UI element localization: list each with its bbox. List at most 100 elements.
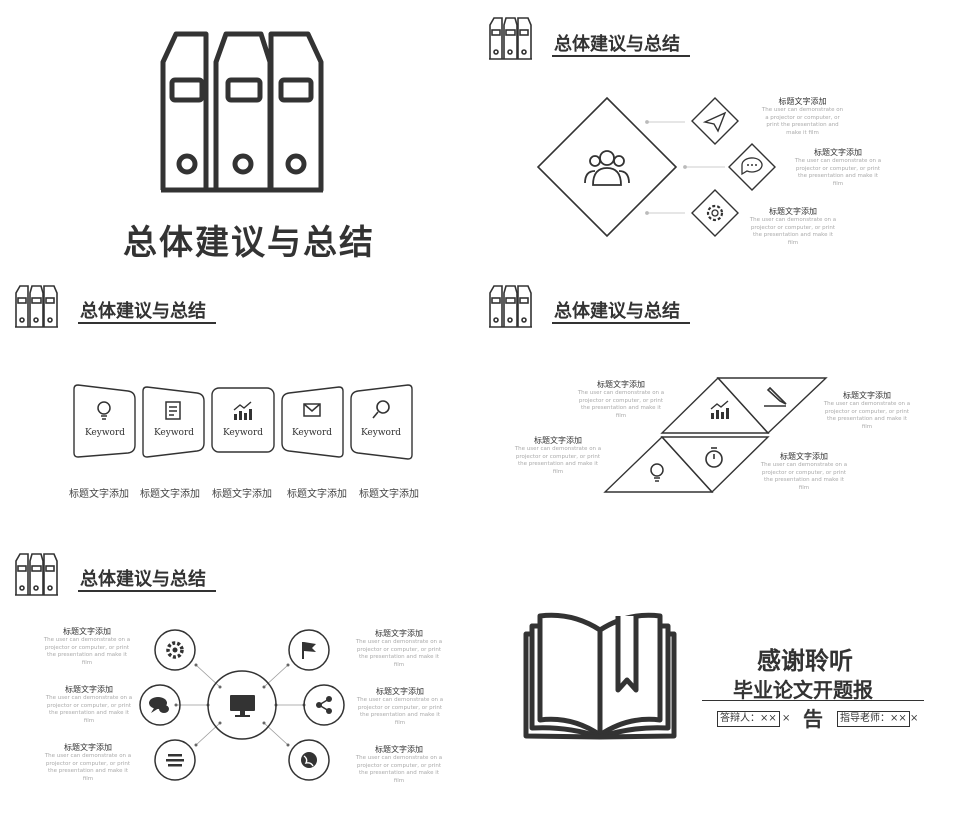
item-title: 标题文字添加 [376,687,424,696]
keyword-label: Keyword [222,428,264,438]
slide-4-item-3: 标题文字添加 The user can demonstrate on a pro… [513,435,603,476]
globe-icon [301,752,317,768]
mail-icon [303,403,321,417]
item-title: 标题文字添加 [63,627,111,636]
binders-icon [160,31,324,193]
hub-center [207,670,277,740]
item-desc: The user can demonstrate on a projector … [794,158,882,187]
slide-4-title: 总体建议与总结 [554,301,680,322]
keyword-label: Keyword [360,428,402,438]
pen-icon [764,386,787,407]
keyword-label: Keyword [153,428,195,438]
keyword-label: Keyword [291,428,333,438]
item-title: 标题文字添加 [65,685,113,694]
item-title: 标题文字添加 [64,743,112,752]
title-underline [552,322,690,324]
triangle-bottom-left [603,435,714,493]
report-title: 毕业论文开题报 [733,678,873,702]
stopwatch-icon [705,447,723,468]
item-desc: The user can demonstrate on a projector … [355,755,443,784]
document-icon [165,401,181,420]
item-title: 标题文字添加 [375,745,423,754]
item-desc: The user can demonstrate on a projector … [45,695,133,724]
open-book-icon [523,612,677,740]
item-desc: The user can demonstrate on a projector … [823,401,911,430]
item-title: 标题文字添加 [778,97,827,106]
slide-5-left-item-2: 标题文字添加 The user can demonstrate on a pro… [44,684,134,725]
card-caption: 标题文字添加 [359,489,419,500]
item-title: 标题文字添加 [375,629,423,638]
keyword-card-5 [350,384,413,460]
thanks-heading: 感谢聆听 [757,646,853,675]
item-title: 标题文字添加 [534,436,582,445]
slide-5-right-item-2: 标题文字添加 The user can demonstrate on a pro… [355,686,445,727]
chart-icon [233,401,252,420]
item-title: 标题文字添加 [843,391,891,400]
item-desc: The user can demonstrate on a projector … [356,697,444,726]
flag-icon [302,642,316,659]
advisor-label: 指导老师：×× [837,711,910,727]
triangle-bottom-right [660,436,770,494]
slide-4-item-2: 标题文字添加 The user can demonstrate on a pro… [822,390,912,431]
advisor-tail: × [910,713,919,724]
item-desc: The user can demonstrate on a projector … [355,639,443,668]
binders-icon [489,17,532,60]
gear-icon [166,641,184,659]
item-desc: The user can demonstrate on a projector … [514,446,602,475]
bookmark-icon [615,616,639,693]
chat-icon [728,143,776,191]
item-desc: The user can demonstrate on a projector … [749,217,837,246]
title-underline [78,322,216,324]
slide-2-item-1: 标题文字添加 The user can demonstrate on a pro… [760,96,845,137]
diamond-users [536,96,678,238]
monitor-icon [230,695,255,717]
menu-icon [166,754,184,767]
item-title: 标题文字添加 [597,380,645,389]
users-icon [584,150,630,186]
defender-tail: × [782,713,791,724]
lightbulb-icon [650,463,664,482]
paper-plane-icon [691,97,739,145]
card-caption: 标题文字添加 [140,489,200,500]
binders-icon [15,553,58,596]
card-caption: 标题文字添加 [212,489,272,500]
slide-1-title: 总体建议与总结 [123,223,375,263]
slide-5-right-item-1: 标题文字添加 The user can demonstrate on a pro… [354,628,444,669]
binders-icon [15,285,58,328]
chart-icon [710,400,729,419]
card-caption: 标题文字添加 [69,489,129,500]
lightbulb-icon [97,401,111,420]
divider [702,700,924,702]
item-desc: The user can demonstrate on a projector … [577,390,665,419]
report-title-tail: 告 [803,707,823,731]
item-title: 标题文字添加 [769,207,817,216]
item-desc: The user can demonstrate on a projector … [43,637,131,666]
gear-icon [691,189,739,237]
keyword-card-3 [211,387,275,453]
hub-diagram [139,629,345,781]
share-icon [316,696,332,714]
slide-2-item-3: 标题文字添加 The user can demonstrate on a pro… [748,206,838,247]
chat-icon [149,697,169,713]
slide-3-title: 总体建议与总结 [80,301,206,322]
item-desc: The user can demonstrate on a projector … [44,753,132,782]
slide-2-item-2: 标题文字添加 The user can demonstrate on a pro… [793,147,883,188]
slide-5-title: 总体建议与总结 [80,569,206,590]
slide-4-item-1: 标题文字添加 The user can demonstrate on a pro… [576,379,666,420]
slide-5-left-item-3: 标题文字添加 The user can demonstrate on a pro… [43,742,133,783]
defender-label: 答辩人：×× [717,711,780,727]
connector-lines [645,120,725,215]
triangle-top-left [660,376,770,434]
keyword-card-2 [142,386,205,458]
title-underline [78,590,216,592]
keyword-card-4 [281,386,344,458]
binders-icon [489,285,532,328]
keyword-label: Keyword [84,428,126,438]
item-title: 标题文字添加 [814,148,862,157]
search-icon [372,400,390,419]
triangles-diagram [603,376,828,494]
keyword-card-1 [73,384,136,458]
slide-2-title: 总体建议与总结 [554,34,680,55]
slide-4-item-4: 标题文字添加 The user can demonstrate on a pro… [758,451,850,492]
item-desc: The user can demonstrate on a projector … [761,107,844,136]
